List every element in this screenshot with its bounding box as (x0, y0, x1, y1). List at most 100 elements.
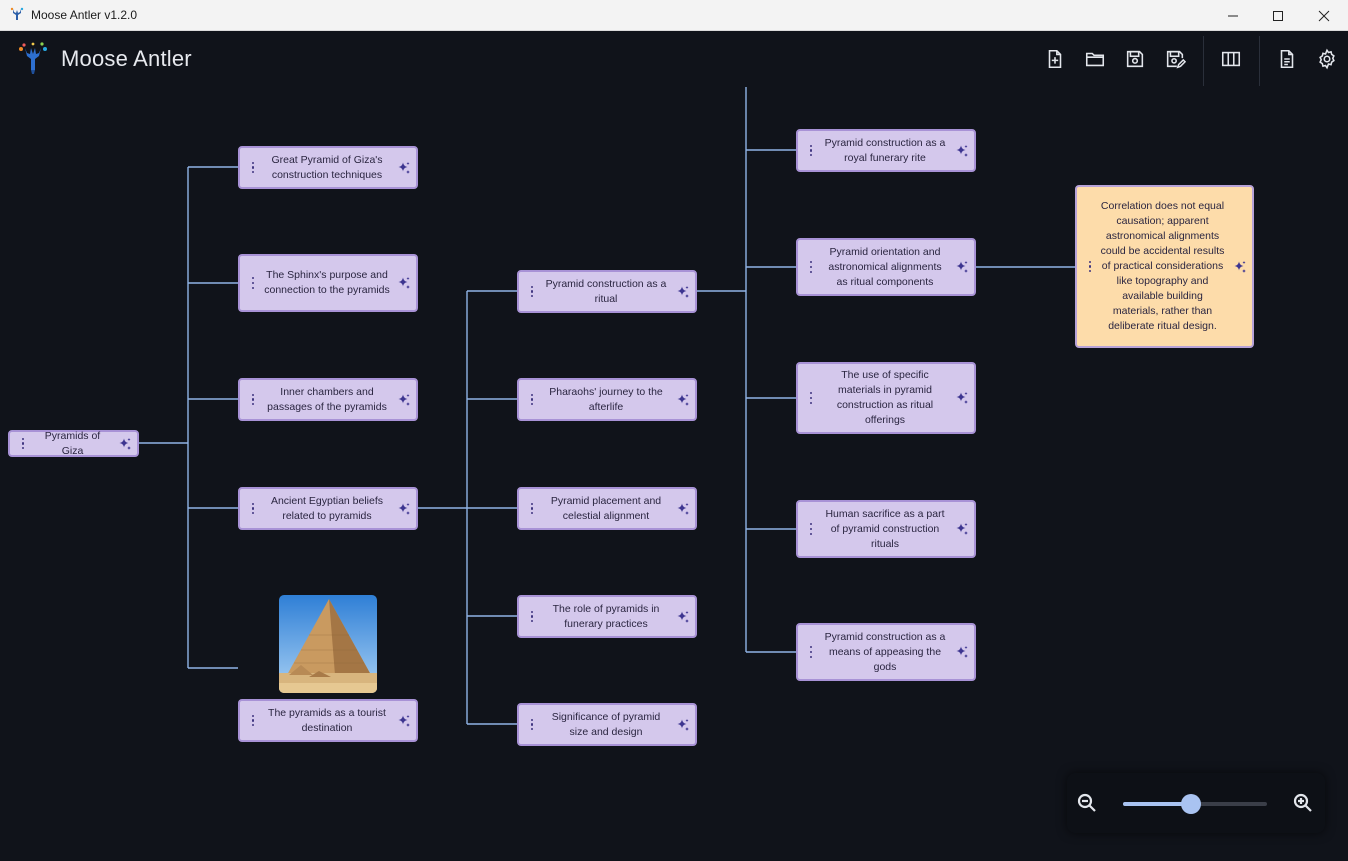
mindmap-node-level3[interactable]: Pyramid orientation and astronomical ali… (796, 238, 976, 296)
node-label: Great Pyramid of Giza's construction tec… (271, 153, 383, 181)
save-as-button[interactable] (1162, 46, 1188, 72)
zoom-out-icon[interactable] (1075, 791, 1099, 815)
settings-icon (1319, 48, 1335, 70)
mindmap-node-root[interactable]: Pyramids of Giza (8, 430, 139, 457)
drag-handle-icon[interactable] (807, 523, 815, 535)
document-button[interactable] (1274, 46, 1300, 72)
zoom-control (1067, 773, 1325, 833)
sparkle-icon[interactable] (676, 285, 690, 299)
node-label: Pyramid construction as a means of appea… (824, 630, 946, 673)
window-title: Moose Antler v1.2.0 (31, 8, 138, 22)
save-icon (1126, 50, 1144, 68)
title-bar: Moose Antler v1.2.0 (0, 0, 1348, 31)
mindmap-node-level1[interactable]: The pyramids as a tourist destination (238, 699, 418, 742)
maximize-icon (1273, 10, 1283, 21)
sparkle-icon[interactable] (676, 610, 690, 624)
close-icon (1318, 10, 1330, 21)
document-icon (1280, 49, 1294, 69)
new-file-button[interactable] (1042, 46, 1068, 72)
sparkle-icon[interactable] (955, 645, 969, 659)
drag-handle-icon[interactable] (807, 646, 815, 658)
sparkle-icon[interactable] (676, 718, 690, 732)
new-file-icon (1048, 49, 1062, 69)
node-label: Ancient Egyptian beliefs related to pyra… (270, 494, 384, 522)
mindmap-node-level3[interactable]: Pyramid construction as a means of appea… (796, 623, 976, 681)
zoom-slider[interactable] (1123, 794, 1267, 814)
mindmap-node-critique[interactable]: Correlation does not equal causation; ap… (1075, 185, 1254, 348)
sparkle-icon[interactable] (397, 714, 411, 728)
zoom-in-icon[interactable] (1291, 791, 1315, 815)
sparkle-icon[interactable] (397, 502, 411, 516)
sparkle-icon[interactable] (955, 260, 969, 274)
mindmap-node-level1[interactable]: Inner chambers and passages of the pyram… (238, 378, 418, 421)
drag-handle-icon[interactable] (1086, 260, 1094, 273)
moose-antler-logo-icon (19, 42, 47, 74)
node-label: Human sacrifice as a part of pyramid con… (825, 507, 945, 550)
mindmap-node-level3[interactable]: Pyramid construction as a royal funerary… (796, 129, 976, 172)
mindmap-node-level2[interactable]: The role of pyramids in funerary practic… (517, 595, 697, 638)
drag-handle-icon[interactable] (249, 714, 257, 727)
save-button[interactable] (1122, 46, 1148, 72)
minimize-icon (1228, 15, 1238, 16)
zoom-slider-thumb[interactable] (1180, 794, 1201, 814)
open-folder-icon (1085, 52, 1105, 67)
sparkle-icon[interactable] (955, 522, 969, 536)
pyramid-photo[interactable] (279, 595, 377, 693)
mindmap-node-level1[interactable]: Ancient Egyptian beliefs related to pyra… (238, 487, 418, 530)
drag-handle-icon[interactable] (807, 261, 815, 273)
mindmap-node-level2[interactable]: Significance of pyramid size and design (517, 703, 697, 746)
sparkle-icon[interactable] (955, 144, 969, 158)
drag-handle-icon[interactable] (249, 502, 257, 515)
close-button[interactable] (1301, 0, 1347, 31)
mindmap-node-level2[interactable]: Pyramid placement and celestial alignmen… (517, 487, 697, 530)
drag-handle-icon[interactable] (807, 392, 815, 404)
mindmap-node-level2[interactable]: Pharaohs' journey to the afterlife (517, 378, 697, 421)
node-label: The pyramids as a tourist destination (268, 706, 386, 734)
node-label: Pyramid construction as a royal funerary… (824, 136, 946, 164)
drag-handle-icon[interactable] (249, 161, 257, 174)
node-label: The Sphinx's purpose and connection to t… (264, 269, 390, 296)
drag-handle-icon[interactable] (19, 437, 27, 450)
mindmap-node-level3[interactable]: The use of specific materials in pyramid… (796, 362, 976, 434)
app-name: Moose Antler (61, 46, 192, 71)
sparkle-icon[interactable] (676, 393, 690, 407)
drag-handle-icon[interactable] (528, 502, 536, 515)
node-label: Pyramid construction as a ritual (545, 277, 667, 305)
sparkle-icon[interactable] (676, 502, 690, 516)
node-label: Pyramid placement and celestial alignmen… (550, 494, 662, 522)
app-antler-icon (10, 7, 24, 20)
node-label: The use of specific materials in pyramid… (836, 369, 934, 426)
mindmap-node-level1[interactable]: The Sphinx's purpose and connection to t… (238, 254, 418, 312)
drag-handle-icon[interactable] (807, 144, 815, 157)
save-as-icon (1166, 50, 1186, 69)
drag-handle-icon[interactable] (528, 393, 536, 406)
sparkle-icon[interactable] (397, 393, 411, 407)
toolbar-divider (1203, 36, 1204, 86)
drag-handle-icon[interactable] (528, 285, 536, 298)
node-label: Pharaohs' journey to the afterlife (549, 385, 663, 413)
drag-handle-icon[interactable] (528, 718, 536, 731)
sparkle-icon[interactable] (397, 161, 411, 175)
columns-icon (1221, 51, 1241, 67)
drag-handle-icon[interactable] (528, 610, 536, 623)
settings-button[interactable] (1314, 46, 1340, 72)
drag-handle-icon[interactable] (249, 393, 257, 406)
sparkle-icon[interactable] (118, 437, 132, 451)
zoom-slider-fill (1123, 802, 1191, 806)
maximize-button[interactable] (1255, 0, 1301, 31)
node-label: Pyramids of Giza (44, 429, 101, 457)
node-label: Correlation does not equal causation; ap… (1100, 200, 1225, 332)
sparkle-icon[interactable] (1233, 260, 1247, 274)
columns-view-button[interactable] (1218, 46, 1244, 72)
sparkle-icon[interactable] (397, 276, 411, 290)
toolbar-divider (1259, 36, 1260, 86)
open-folder-button[interactable] (1082, 46, 1108, 72)
minimize-button[interactable] (1210, 0, 1256, 31)
node-label: The role of pyramids in funerary practic… (552, 602, 660, 630)
drag-handle-icon[interactable] (249, 277, 257, 289)
mindmap-node-level2[interactable]: Pyramid construction as a ritual (517, 270, 697, 313)
sparkle-icon[interactable] (955, 391, 969, 405)
mindmap-node-level1[interactable]: Great Pyramid of Giza's construction tec… (238, 146, 418, 189)
mindmap-node-level3[interactable]: Human sacrifice as a part of pyramid con… (796, 500, 976, 558)
